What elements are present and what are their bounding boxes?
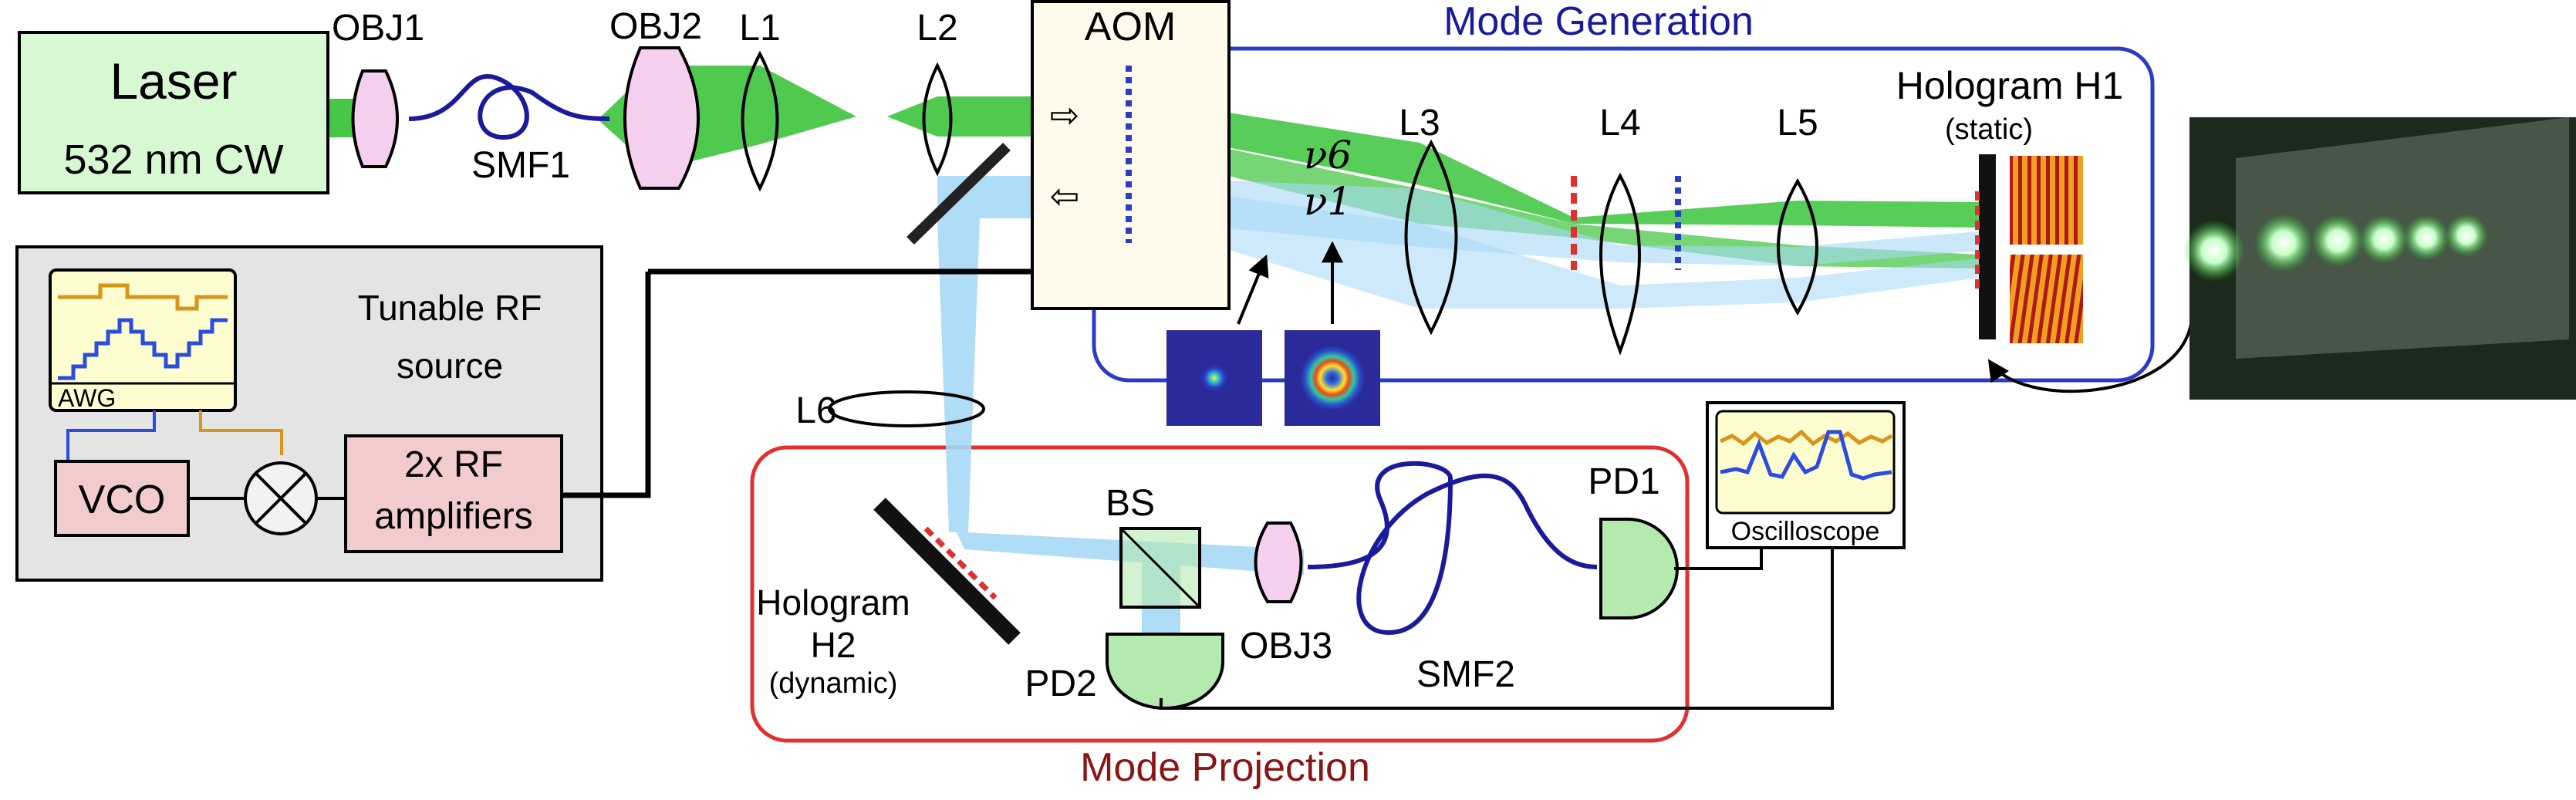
l1-label: L1: [739, 8, 780, 49]
donut-mode-ring: [1300, 346, 1365, 410]
return-beam-upper: [1126, 176, 1979, 266]
laser-title: Laser: [110, 52, 237, 110]
gaussian-pointer-arrow: [1237, 254, 1269, 325]
vco-label: VCO: [79, 478, 166, 522]
rf-amplifiers-line1: 2x RF: [404, 444, 503, 485]
beam-splitter-diagonal: [1119, 527, 1201, 609]
hologram-h2-line2: H2: [811, 625, 856, 665]
mirror-icon: [906, 142, 1011, 245]
smf1-label: SMF1: [471, 145, 570, 186]
rf-amplifiers-line2: amplifiers: [374, 496, 532, 537]
l5-label: L5: [1777, 103, 1818, 143]
hologram-h2-line1: Hologram: [756, 582, 910, 623]
pd1-label: PD1: [1588, 461, 1659, 502]
diffracted-beam-nu6: [1126, 96, 1979, 228]
pd2-cable: [1160, 548, 1834, 710]
pd1-cable: [1674, 548, 1763, 570]
awg-trace-staircase: [58, 318, 228, 380]
lens-l5: [1777, 178, 1818, 316]
lens-l6: [828, 390, 985, 427]
lens-l3: [1404, 139, 1458, 336]
l4-label: L4: [1599, 103, 1640, 143]
hologram-h1-pattern-upper: [2010, 156, 2083, 245]
rf-amplifiers-box: [344, 434, 563, 553]
awg-trace-upper: [58, 283, 228, 311]
oscilloscope-trace-blue: [1720, 430, 1892, 481]
nu1-label: ν1: [1304, 179, 1352, 224]
down-beam: [937, 218, 980, 532]
aom-label: AOM: [1085, 5, 1176, 49]
mode-generation-title: Mode Generation: [1443, 0, 1754, 44]
smf1-fiber: [408, 73, 610, 140]
hologram-h2: [873, 498, 1021, 645]
lens-l1: [741, 50, 779, 192]
rf-source-title-line2: source: [397, 346, 503, 386]
obj3-label: OBJ3: [1240, 626, 1332, 667]
l3-label: L3: [1399, 103, 1440, 143]
obj3: [1254, 522, 1303, 603]
awg-label: AWG: [58, 384, 116, 412]
pd2-label: PD2: [1025, 663, 1096, 704]
h1-to-photo-arrow: [1987, 323, 2193, 393]
l6-label: L6: [795, 390, 836, 431]
laser-subtitle: 532 nm CW: [63, 137, 283, 183]
hologram-h1-label: Hologram H1: [1896, 64, 2124, 107]
aom-arrow-in: ⇦: [1050, 176, 1080, 216]
mode-projection-box: [750, 445, 1690, 743]
smf2-fiber: [1307, 461, 1598, 636]
lens-l4: [1599, 172, 1641, 356]
obj2: [623, 46, 700, 190]
mode-projection-title: Mode Projection: [1080, 745, 1370, 790]
bs-label: BS: [1106, 483, 1155, 524]
aom: [1031, 0, 1231, 310]
nu6-label: ν6: [1304, 133, 1352, 177]
laser: [18, 31, 329, 194]
hologram-h1-pattern-lower: [2010, 255, 2083, 343]
aom-cable-drop: [562, 272, 651, 498]
oscilloscope-screen: [1715, 410, 1896, 515]
oscilloscope-label: Oscilloscope: [1731, 517, 1880, 546]
spot-photo-spots: [2183, 214, 2488, 282]
return-beam-lower: [1126, 181, 1979, 309]
pd2: [1106, 633, 1224, 710]
hologram-h1-note: (static): [1945, 113, 2033, 146]
obj1-label: OBJ1: [332, 8, 424, 49]
vco-box: [54, 460, 190, 537]
oscilloscope-trace-orange: [1719, 429, 1893, 447]
smf2-label: SMF2: [1416, 654, 1515, 695]
l2-label: L2: [917, 8, 957, 49]
mixer-icon: [244, 461, 318, 535]
awg-to-mixer-wire: [199, 410, 283, 455]
lens-l2: [922, 62, 953, 177]
pd1: [1599, 518, 1679, 619]
awg-to-vco-wire: [66, 410, 156, 461]
aom-arrow-out: ⇨: [1050, 95, 1080, 135]
hologram-h2-dashes: [923, 526, 998, 600]
obj1: [351, 69, 399, 168]
gaussian-mode-spot: [1200, 364, 1228, 392]
obj2-label: OBJ2: [609, 6, 702, 47]
hologram-h1: [1979, 154, 1996, 339]
hologram-h2-note: (dynamic): [769, 667, 898, 700]
rf-source-title-line1: Tunable RF: [358, 288, 542, 328]
